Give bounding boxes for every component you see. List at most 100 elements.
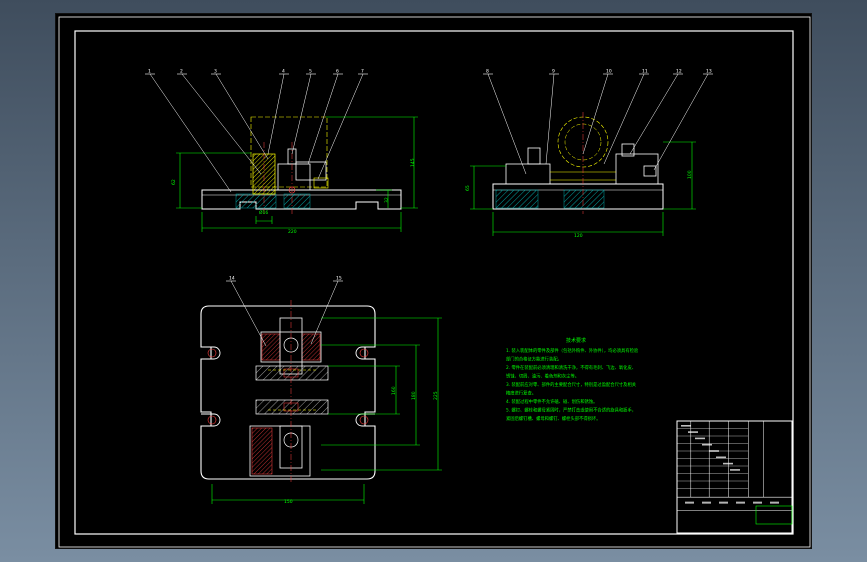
top-hidden-lines xyxy=(268,369,318,411)
front-dim-height-left: 62 xyxy=(171,179,177,185)
side-dim-right-line xyxy=(663,141,696,210)
top-hole-rr xyxy=(359,415,369,425)
front-balloon-3: 3 xyxy=(214,69,217,75)
side-leader-10 xyxy=(582,73,609,155)
side-post-right xyxy=(621,143,635,157)
note-line-5: 3. 装配前应对零、部件的主要配合尺寸，特别是过盈配合尺寸及相关 xyxy=(506,381,637,388)
side-dim-height-left: 65 xyxy=(465,185,471,191)
front-dim-right-line xyxy=(326,116,418,209)
front-hatch-right xyxy=(283,193,311,209)
front-dim-width: 220 xyxy=(288,229,297,235)
top-dim-c-line xyxy=(328,365,400,415)
side-dim-left-line xyxy=(470,165,506,210)
side-block-right xyxy=(615,153,659,185)
title-block-label-3 xyxy=(736,501,745,504)
top-dim-b: 180 xyxy=(411,391,417,400)
side-balloon-9: 9 xyxy=(552,69,555,75)
top-dim-c: 160 xyxy=(391,386,397,395)
front-balloon-2: 2 xyxy=(180,69,183,75)
top-base-outline xyxy=(200,305,376,480)
top-lower-clamp xyxy=(251,427,273,475)
top-rail-upper xyxy=(255,365,329,381)
front-leader-2 xyxy=(181,73,262,175)
side-block-left xyxy=(505,163,551,185)
front-dim-height-right: 145 xyxy=(410,158,416,167)
front-balloon-4: 4 xyxy=(282,69,285,75)
top-balloon-15: 15 xyxy=(336,276,342,282)
side-hatch-right xyxy=(563,189,605,209)
title-block-scribble-0 xyxy=(681,425,691,427)
side-hatch-left xyxy=(495,189,539,209)
side-balloon-12: 12 xyxy=(676,69,682,75)
top-slot-left-upper xyxy=(201,346,221,360)
side-balloon-8: 8 xyxy=(486,69,489,75)
top-dim-width-line xyxy=(211,484,365,504)
note-line-6: 精度进行复查。 xyxy=(506,390,536,397)
top-slot-left-lower xyxy=(201,413,221,427)
front-dim-left-line xyxy=(176,152,251,209)
title-block-label-2 xyxy=(719,501,728,504)
note-line-7: 4. 装配过程中零件不允许磕、碰、划伤和锈蚀。 xyxy=(506,398,597,405)
top-upper-clamp-r xyxy=(301,333,321,361)
side-dim-width-line xyxy=(492,212,664,236)
title-block-scribble-3 xyxy=(702,443,712,446)
front-dim-width-line xyxy=(201,212,402,232)
title-block-scribble-1 xyxy=(688,431,698,433)
note-line-1: 1. 装入装配体的零件及部件（包括外购件、外协件），均必须具有检验 xyxy=(506,347,639,354)
side-nut-right xyxy=(643,165,657,177)
front-balloon-5: 5 xyxy=(309,69,312,75)
top-slot-right-upper xyxy=(355,346,375,360)
front-phantom-outline xyxy=(250,116,328,188)
title-block-scribble-4 xyxy=(709,450,719,452)
note-line-4: 锈蚀、切屑、油污、着色剂和灰尘等。 xyxy=(506,373,579,380)
front-balloon-7: 7 xyxy=(361,69,364,75)
front-bolt-red xyxy=(288,186,296,194)
front-hatch-left xyxy=(235,193,277,209)
side-balloon-11: 11 xyxy=(642,69,648,75)
side-leader-12 xyxy=(629,73,679,155)
top-dim-width: 150 xyxy=(284,499,293,505)
note-line-2: 部门的合格证方能进行装配。 xyxy=(506,356,562,363)
front-leader-5 xyxy=(291,73,312,155)
front-clamp-block xyxy=(277,163,311,191)
title-block xyxy=(676,420,793,534)
front-leader-7 xyxy=(317,73,364,180)
front-balloon-6: 6 xyxy=(336,69,339,75)
side-dim-width: 120 xyxy=(574,233,583,239)
top-leader-14 xyxy=(230,280,267,347)
side-leader-9 xyxy=(545,73,555,165)
front-dim-bore: Ø16 xyxy=(259,209,268,216)
front-base-plate xyxy=(201,189,402,210)
side-dim-height-right: 100 xyxy=(687,170,693,179)
top-upper-block xyxy=(260,331,322,363)
front-leader-4 xyxy=(267,73,285,155)
top-dim-b-line xyxy=(321,344,420,446)
title-block-scribble-6 xyxy=(723,462,733,465)
front-leader-1 xyxy=(149,73,232,193)
top-leader-15 xyxy=(310,280,339,345)
top-upper-clamp-l xyxy=(261,333,281,361)
notes-title: 技术要求 xyxy=(566,337,586,344)
front-dim-base-line xyxy=(376,189,392,208)
note-line-8: 5. 螺钉、螺栓和螺母紧固时，严禁打击或使用不合适的旋具和扳手， xyxy=(506,407,636,414)
side-leader-11 xyxy=(603,73,645,165)
title-block-label-4 xyxy=(753,501,762,504)
front-balloon-1: 1 xyxy=(148,69,151,75)
title-block-label-5 xyxy=(770,501,779,504)
title-block-scribble-5 xyxy=(716,456,726,459)
front-dim-bore-line xyxy=(255,216,273,224)
top-rail-lower xyxy=(255,399,329,415)
front-view: 220 62 145 32 Ø16 1 2 3 4 5 6 7 xyxy=(145,69,418,235)
title-block-scribble-2 xyxy=(695,437,705,440)
front-nut xyxy=(313,177,329,189)
note-line-9: 紧固后螺钉槽、螺母和螺钉、螺栓头部不得损坏。 xyxy=(506,415,601,422)
front-leader-6 xyxy=(307,73,339,165)
note-line-3: 2. 零件在装配前必须清理和清洗干净，不得有毛刺、飞边、氧化皮、 xyxy=(506,364,636,371)
front-jaw xyxy=(295,161,327,181)
top-hole-lr xyxy=(207,415,217,425)
technical-notes: 技术要求 1. 装入装配体的零件及部件（包括外购件、外协件），均必须具有检验部门… xyxy=(506,337,639,422)
outer-frame xyxy=(58,16,811,548)
title-block-label-0 xyxy=(685,501,694,504)
front-dim-base: 32 xyxy=(384,197,390,203)
